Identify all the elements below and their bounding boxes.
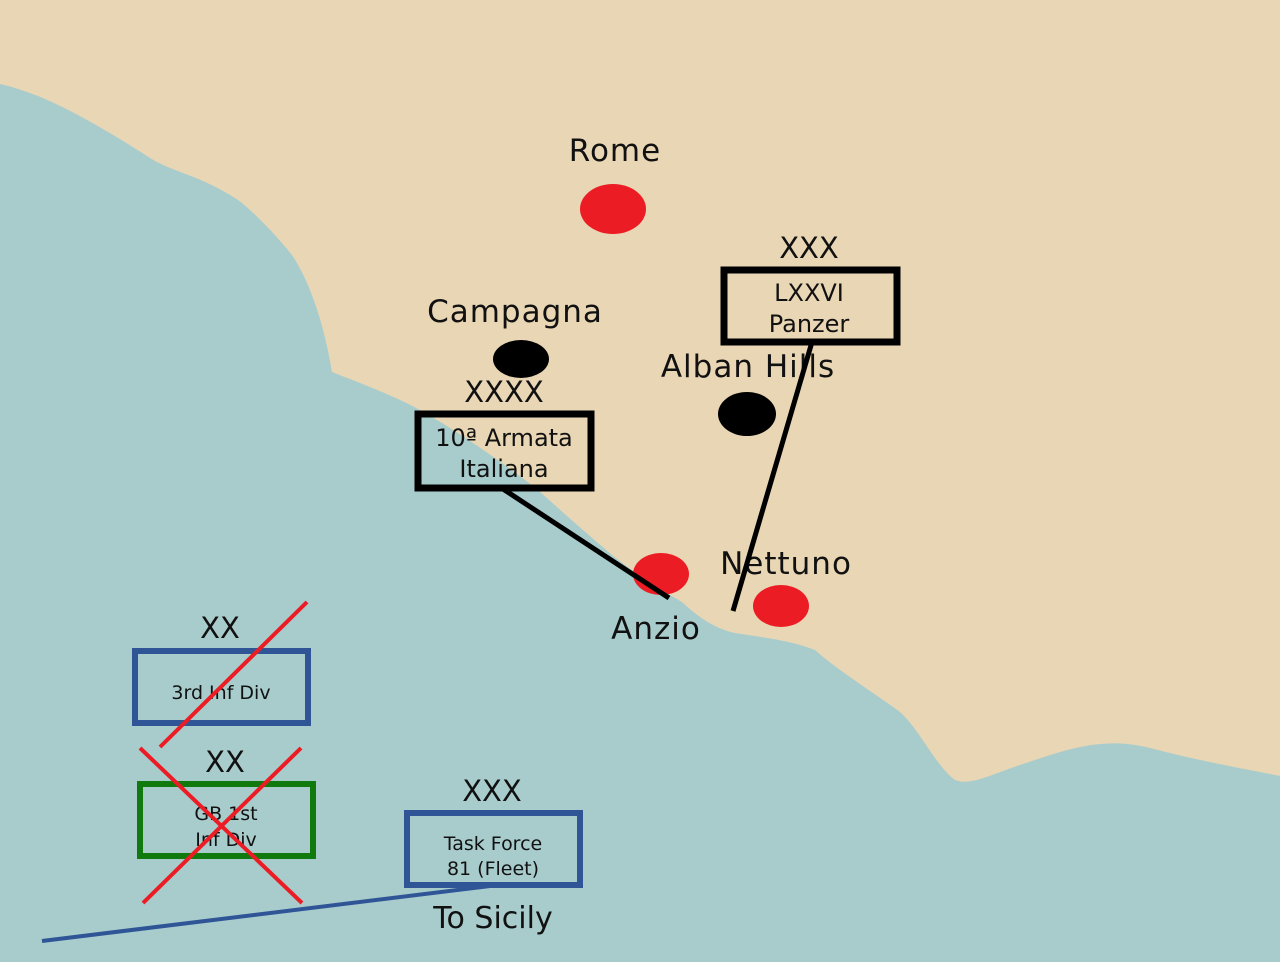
army-to-anzio-line — [501, 486, 671, 601]
task-force-name-line2: 81 (Fleet) — [447, 858, 539, 880]
nettuno-label: Nettuno — [720, 546, 852, 582]
task-force-name-line1: Task Force — [443, 833, 542, 855]
axis-army-unit[interactable]: XXXX 10ª Armata Italiana — [414, 375, 595, 492]
us-division-echelon: XX — [200, 611, 240, 645]
axis-corps-unit[interactable]: XXX LXXVI Panzer — [720, 231, 901, 346]
alban-hills-marker — [718, 392, 776, 436]
us-division-name: 3rd Inf Div — [171, 682, 270, 704]
axis-army-name-line1: 10ª Armata — [435, 424, 573, 452]
blue-unit-box-icon — [404, 810, 583, 888]
us-division-unit[interactable]: XX 3rd Inf Div — [132, 600, 311, 749]
nettuno-city-marker — [753, 585, 809, 627]
axis-corps-name-line2: Panzer — [769, 310, 850, 338]
corps-to-nettuno-line — [730, 341, 815, 612]
eliminated-cross-icon — [158, 600, 309, 749]
eliminated-cross-icon — [141, 746, 303, 905]
axis-corps-echelon: XXX — [779, 231, 839, 265]
anzio-city-marker — [633, 553, 689, 595]
gb-division-unit[interactable]: XX GB 1st Inf Div — [137, 745, 316, 905]
route-to-sicily-line — [41, 884, 491, 943]
axis-corps-name-line1: LXXVI — [774, 279, 844, 307]
campagna-label: Campagna — [427, 294, 603, 330]
black-unit-box-icon — [720, 266, 901, 346]
rome-city-marker — [580, 184, 646, 234]
black-unit-box-icon — [414, 410, 595, 492]
rome-label: Rome — [569, 133, 661, 169]
to-sicily-label: To Sicily — [432, 901, 552, 936]
land-area — [0, 0, 1280, 782]
green-unit-box-icon — [137, 781, 316, 859]
campagna-marker — [493, 340, 549, 378]
gb-division-echelon: XX — [205, 745, 245, 779]
task-force-echelon: XXX — [462, 774, 522, 808]
task-force-unit[interactable]: XXX Task Force 81 (Fleet) — [404, 774, 583, 888]
anzio-label: Anzio — [611, 611, 701, 647]
axis-army-echelon: XXXX — [464, 375, 543, 409]
blue-unit-box-icon — [132, 648, 311, 726]
axis-army-name-line2: Italiana — [459, 455, 548, 483]
